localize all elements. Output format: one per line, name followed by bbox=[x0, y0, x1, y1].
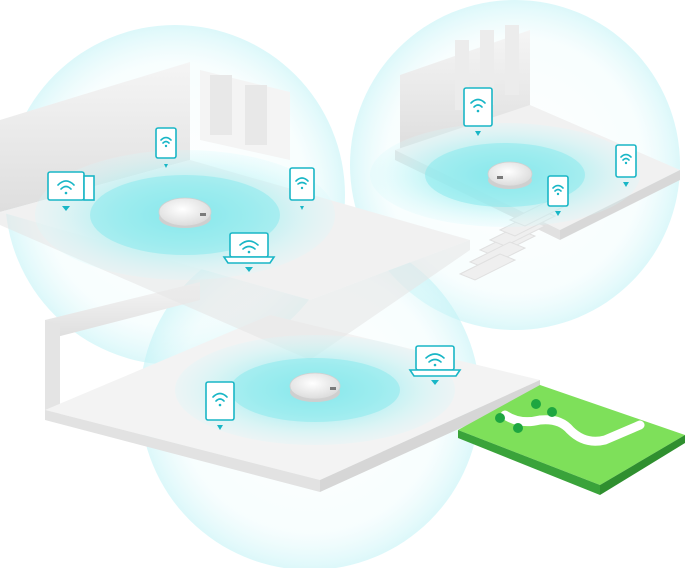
tablet-wifi-icon bbox=[289, 167, 315, 210]
tree bbox=[495, 413, 505, 423]
tablet-wifi-icon bbox=[205, 381, 235, 430]
lower-floor-side-wall bbox=[45, 320, 60, 414]
laptop-wifi-icon bbox=[408, 345, 462, 385]
mesh-router-right bbox=[487, 161, 533, 189]
lower-floor-back-wall bbox=[45, 282, 200, 340]
smartphone-wifi-icon bbox=[547, 175, 569, 216]
mesh-router-bottom bbox=[289, 372, 341, 402]
garden-path bbox=[500, 410, 645, 446]
window-pane bbox=[505, 25, 519, 95]
garden-lawn bbox=[458, 385, 685, 495]
tree bbox=[547, 407, 557, 417]
lower-floor-edge-front bbox=[45, 410, 320, 492]
lower-floor-edge-side bbox=[320, 380, 540, 492]
tree bbox=[513, 423, 523, 433]
tree bbox=[531, 399, 541, 409]
mesh-router-left bbox=[158, 197, 212, 228]
laptop-wifi-icon bbox=[222, 232, 276, 272]
window-pane bbox=[245, 85, 267, 145]
smartphone-wifi-icon bbox=[615, 144, 637, 187]
desktop-wifi-icon bbox=[47, 171, 95, 211]
window-pane bbox=[480, 30, 494, 105]
right-floor-edge-side bbox=[560, 170, 680, 240]
tablet-wifi-icon bbox=[155, 127, 177, 168]
tablet-wifi-icon bbox=[463, 87, 493, 136]
window-pane bbox=[210, 75, 232, 135]
